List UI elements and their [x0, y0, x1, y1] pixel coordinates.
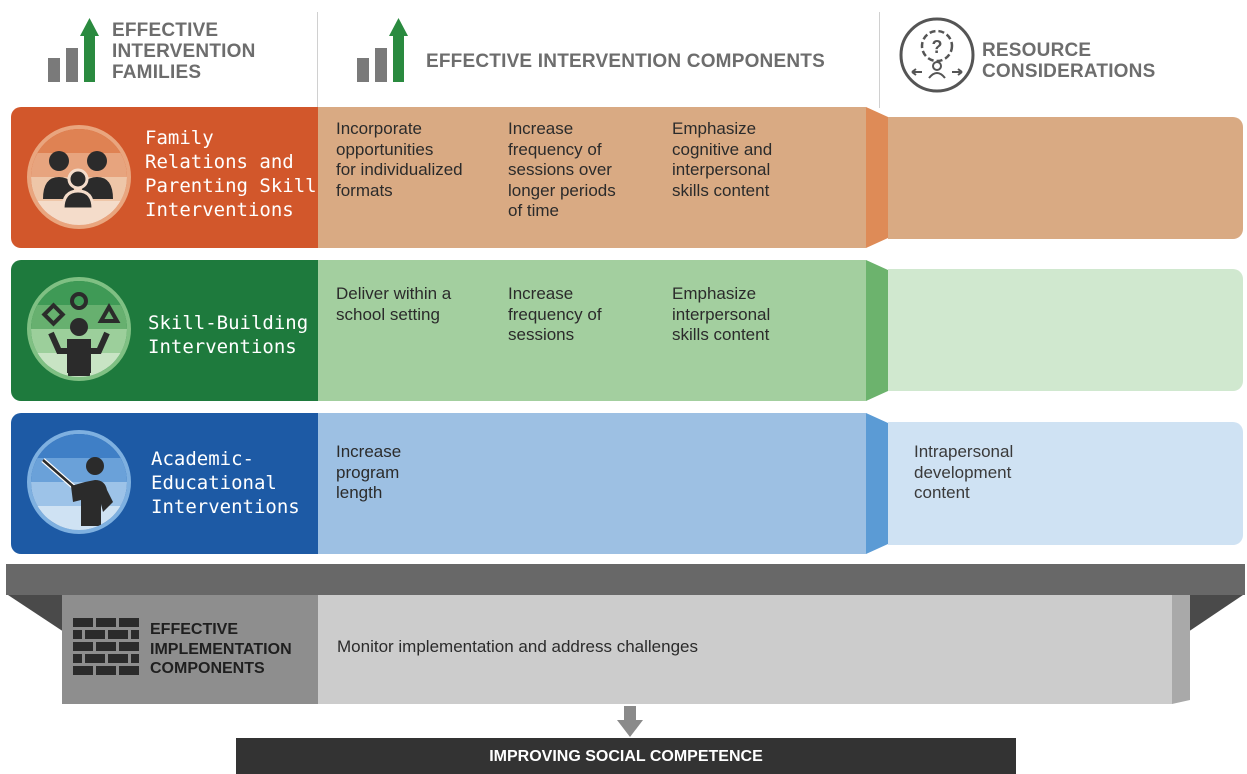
- outcome-banner: IMPROVING SOCIAL COMPETENCE: [236, 738, 1016, 774]
- teacher-pointer-icon: [31, 434, 127, 530]
- component-text: Emphasize cognitive and interpersonal sk…: [672, 119, 773, 200]
- row-connector-tab: [866, 260, 888, 401]
- skill-building-components-panel: [318, 260, 866, 401]
- family-relations-components-panel: [318, 107, 866, 248]
- juggling-shapes-icon: [31, 281, 127, 377]
- component-text: Increase frequency of sessions: [508, 284, 602, 344]
- resources-header-title: RESOURCE CONSIDERATIONS: [982, 40, 1156, 82]
- skill-building-resources-panel: [888, 269, 1243, 391]
- bar-chart-up-arrow-icon: [357, 18, 408, 82]
- arrow-down-icon: [617, 706, 643, 737]
- family-group-icon: [31, 129, 127, 225]
- component-text: Emphasize interpersonal skills content: [672, 284, 771, 344]
- brick-wall-icon: [73, 618, 139, 675]
- skill-building-label: Skill-Building Interventions: [148, 312, 309, 358]
- academic-educational-components-panel: [318, 413, 866, 554]
- resource-text: Intrapersonal development content: [914, 442, 1014, 502]
- gear-question-person-icon: ?: [899, 17, 975, 93]
- skill-building-medallion: [27, 277, 131, 381]
- component-text: Deliver within a school setting: [336, 284, 452, 324]
- family-relations-resources-panel: [888, 117, 1243, 239]
- svg-text:?: ?: [932, 37, 943, 57]
- implementation-shelf: [6, 564, 1245, 704]
- row-connector-tab: [866, 413, 888, 554]
- academic-educational-label: Academic- Educational Interventions: [151, 448, 300, 518]
- families-header-title: EFFECTIVE INTERVENTION FAMILIES: [112, 20, 256, 83]
- implementation-text: Monitor implementation and address chall…: [337, 637, 698, 656]
- header-divider: [317, 12, 318, 108]
- header-divider: [879, 12, 880, 108]
- component-text: Increase program length: [336, 442, 402, 502]
- row-connector-tab: [866, 107, 888, 248]
- component-text: Incorporate opportunities for individual…: [336, 119, 463, 200]
- component-text: Increase frequency of sessions over long…: [508, 119, 616, 220]
- bar-chart-up-arrow-icon: [48, 18, 99, 82]
- components-header-title: EFFECTIVE INTERVENTION COMPONENTS: [426, 51, 825, 72]
- family-relations-medallion: [27, 125, 131, 229]
- academic-educational-resources-panel: [888, 422, 1243, 545]
- implementation-title: EFFECTIVE IMPLEMENTATION COMPONENTS: [150, 621, 292, 677]
- academic-educational-medallion: [27, 430, 131, 534]
- family-relations-label: Family Relations and Parenting Skills In…: [145, 127, 329, 221]
